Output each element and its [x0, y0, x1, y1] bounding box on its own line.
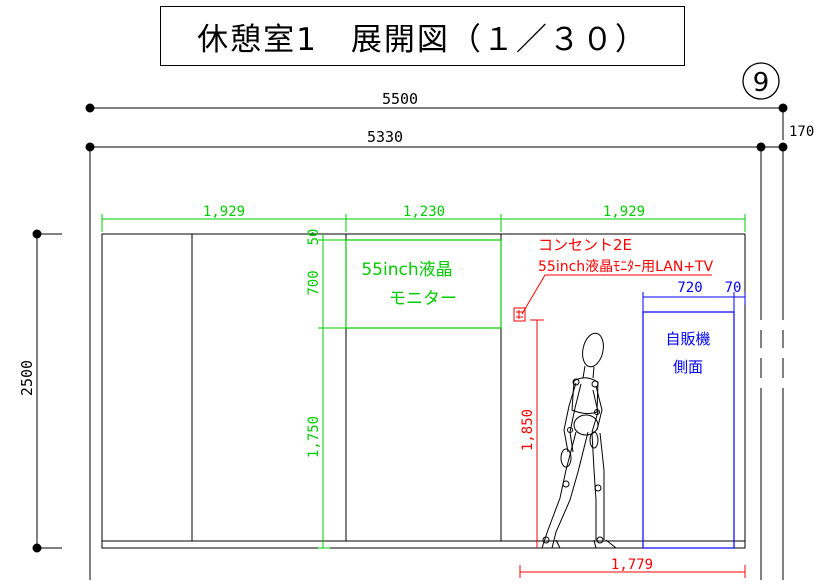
dim-seg-mid-label: 1,230 [403, 204, 445, 220]
dim-monitor-height-label: 700 [306, 270, 322, 295]
dim-vending-gap-label: 70 [725, 280, 742, 296]
dim-outlet-offset [519, 565, 746, 578]
sheet-number-marker: 9 [742, 62, 780, 100]
dim-vending-depth [642, 292, 746, 312]
dim-overall-inner-label: 5330 [367, 128, 403, 146]
monitor-label-2: モニター [389, 289, 457, 309]
dim-outlet-height-label: 1,850 [520, 409, 536, 451]
monitor-outline [345, 239, 502, 329]
vending-label-1: 自販機 [665, 330, 710, 348]
dim-seg-right-label: 1,929 [603, 204, 645, 220]
dim-monitor-gap-label: 50 [306, 229, 322, 246]
outlet-label-1: コンセント2E [538, 236, 632, 254]
vending-machine [642, 311, 735, 549]
dim-height-total-label: 2500 [18, 360, 36, 396]
dim-segments-top [101, 214, 746, 232]
dim-monitor-bottom-label: 1,750 [306, 416, 322, 458]
drawing-title: 休憩室1 展開図（１／３０） [160, 6, 685, 66]
dim-offset-right-label: 170 [789, 124, 814, 140]
dim-monitor-vertical [318, 234, 346, 549]
monitor-label-1: 55inch液晶 [361, 260, 452, 280]
dim-outlet-height [530, 319, 544, 548]
dim-overall-inner [85, 142, 788, 152]
dim-outlet-offset-label: 1,779 [611, 557, 653, 573]
dim-overall-top-label: 5500 [382, 90, 418, 108]
vending-label-2: 側面 [673, 358, 703, 376]
dim-height-total [32, 229, 62, 553]
outlet-label-2: 55inch液晶ﾓﾆﾀｰ用LAN+TV [538, 259, 714, 275]
dim-vending-depth-label: 720 [677, 280, 702, 296]
sheet-number: 9 [753, 68, 770, 98]
outlet-leader [513, 274, 712, 322]
dim-seg-left-label: 1,929 [203, 204, 245, 220]
wall-extension-lines [89, 151, 784, 580]
wall-elevation [101, 233, 746, 549]
outlet-symbol [513, 307, 526, 322]
dim-overall-top [85, 103, 788, 140]
human-figure [540, 332, 618, 549]
